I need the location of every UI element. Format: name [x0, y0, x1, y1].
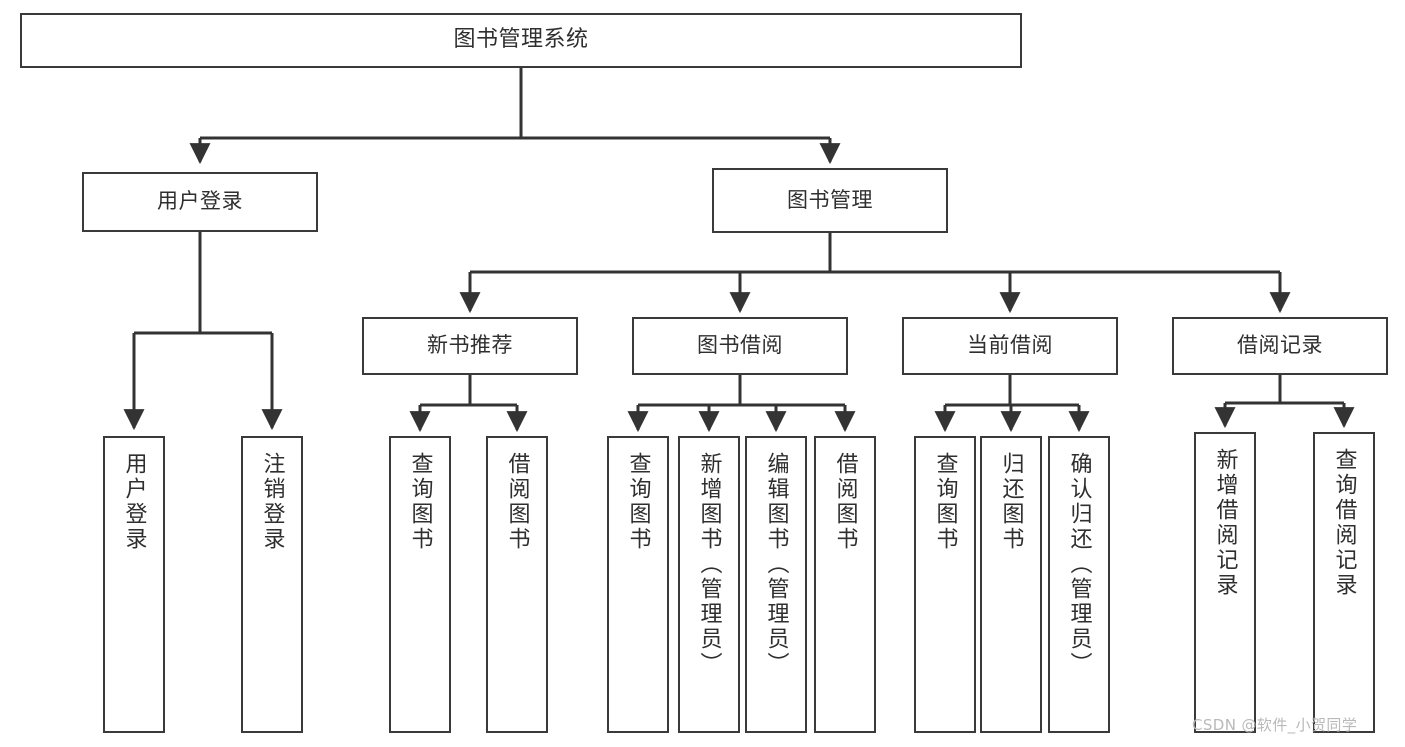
- watermark-text: CSDN @软件_小贺同学: [1192, 716, 1358, 734]
- leaf-query-borrow-record[interactable]: 查询借阅记录: [1313, 432, 1375, 733]
- leaf-user-login[interactable]: 用户登录: [103, 436, 165, 733]
- node-label: 查询图书: [407, 452, 433, 552]
- node-label: 图书管理系统: [453, 27, 589, 53]
- leaf-query-book-current[interactable]: 查询图书: [914, 436, 976, 733]
- node-borrow-record[interactable]: 借阅记录: [1172, 317, 1388, 375]
- leaf-return-book[interactable]: 归还图书: [980, 436, 1042, 733]
- leaf-add-borrow-record[interactable]: 新增借阅记录: [1194, 432, 1256, 733]
- node-label: 查询图书: [932, 452, 958, 552]
- node-book-management[interactable]: 图书管理: [712, 168, 948, 233]
- node-label: 借阅图书: [832, 452, 858, 552]
- node-label: 新增图书（管理员）: [696, 452, 722, 677]
- node-new-book-recommend[interactable]: 新书推荐: [362, 317, 578, 375]
- node-label: 借阅图书: [504, 452, 530, 552]
- node-label: 确认归还（管理员）: [1066, 452, 1092, 677]
- node-current-borrow[interactable]: 当前借阅: [902, 317, 1118, 375]
- node-label: 用户登录: [157, 189, 243, 214]
- node-label: 图书借阅: [697, 333, 783, 358]
- node-label: 新增借阅记录: [1212, 448, 1238, 598]
- node-label: 新书推荐: [427, 333, 513, 358]
- node-book-borrow[interactable]: 图书借阅: [632, 317, 848, 375]
- node-root[interactable]: 图书管理系统: [20, 13, 1022, 68]
- leaf-edit-book-admin[interactable]: 编辑图书（管理员）: [745, 436, 807, 733]
- node-label: 注销登录: [259, 452, 285, 552]
- node-label: 图书管理: [787, 187, 873, 212]
- node-user-login[interactable]: 用户登录: [82, 172, 318, 232]
- leaf-borrow-book-recommend[interactable]: 借阅图书: [486, 436, 548, 733]
- leaf-query-book-recommend[interactable]: 查询图书: [389, 436, 451, 733]
- node-label: 用户登录: [121, 452, 147, 552]
- leaf-confirm-return-admin[interactable]: 确认归还（管理员）: [1048, 436, 1110, 733]
- node-label: 当前借阅: [967, 333, 1053, 358]
- node-label: 归还图书: [998, 452, 1024, 552]
- leaf-logout[interactable]: 注销登录: [241, 436, 303, 733]
- node-label: 查询图书: [625, 452, 651, 552]
- node-label: 编辑图书（管理员）: [763, 452, 789, 677]
- leaf-add-book-admin[interactable]: 新增图书（管理员）: [678, 436, 740, 733]
- node-label: 查询借阅记录: [1331, 448, 1357, 598]
- leaf-borrow-book[interactable]: 借阅图书: [814, 436, 876, 733]
- leaf-query-book-borrow[interactable]: 查询图书: [607, 436, 669, 733]
- node-label: 借阅记录: [1237, 333, 1323, 358]
